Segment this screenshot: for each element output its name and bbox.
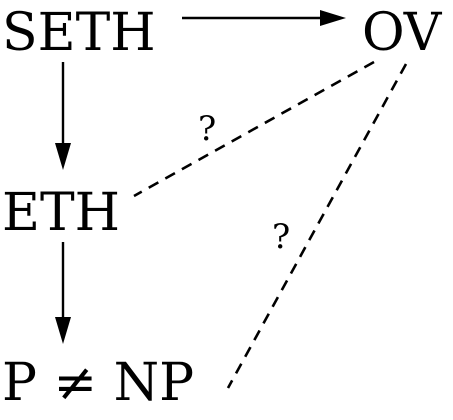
edge-ov-pnp: ? — [226, 63, 408, 389]
edge-eth-to-pnp — [55, 242, 71, 344]
edge-ov-eth-line — [133, 60, 375, 198]
node-eth: ETH — [2, 183, 120, 243]
edge-seth-to-eth — [55, 62, 71, 170]
edge-ov-eth: ? — [133, 60, 375, 198]
node-p-neq-np: P ≠ NP — [2, 353, 194, 413]
arrowhead-pnp — [55, 317, 71, 344]
edge-ov-pnp-line — [226, 63, 408, 389]
node-seth: SETH — [2, 3, 156, 63]
edge-ov-pnp-question-label: ? — [272, 217, 290, 257]
edge-seth-to-ov — [182, 10, 346, 26]
arrowhead-ov — [320, 10, 346, 26]
node-ov: OV — [362, 3, 443, 63]
edge-ov-eth-question-label: ? — [198, 109, 216, 149]
arrowhead-eth — [55, 143, 71, 170]
